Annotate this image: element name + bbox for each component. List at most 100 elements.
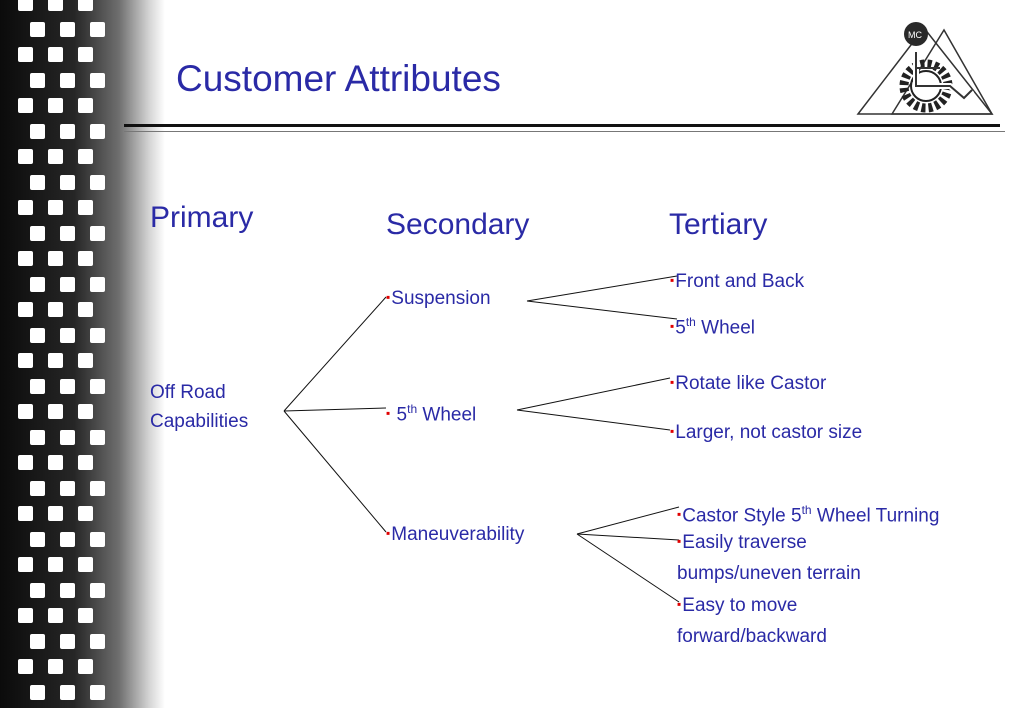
node-line: forward/backward xyxy=(677,626,827,647)
pattern-square xyxy=(90,583,105,598)
node-front-and-back: ▪Front and Back xyxy=(670,267,804,298)
pattern-square xyxy=(90,379,105,394)
pattern-square xyxy=(90,481,105,496)
pattern-square xyxy=(78,404,93,419)
pattern-square xyxy=(18,302,33,317)
node-label: 5 xyxy=(391,404,408,426)
node-label: Wheel xyxy=(695,317,755,339)
pattern-square xyxy=(18,200,33,215)
pattern-square xyxy=(78,353,93,368)
pattern-square xyxy=(90,73,105,88)
pattern-square xyxy=(60,175,75,190)
pattern-square xyxy=(48,506,63,521)
pattern-square xyxy=(48,149,63,164)
pattern-square xyxy=(60,124,75,139)
pattern-square xyxy=(30,430,45,445)
node-label: Front and Back xyxy=(675,271,805,292)
pattern-square xyxy=(78,200,93,215)
title-divider xyxy=(124,124,1000,127)
bullet-icon: ▪ xyxy=(677,597,682,611)
pattern-square xyxy=(30,685,45,700)
node-label: Wheel xyxy=(417,404,477,426)
pattern-square xyxy=(60,481,75,496)
pattern-square xyxy=(18,404,33,419)
pattern-square xyxy=(90,634,105,649)
pattern-square xyxy=(90,328,105,343)
pattern-square xyxy=(60,22,75,37)
pattern-square xyxy=(90,124,105,139)
pattern-square xyxy=(78,557,93,572)
pattern-square xyxy=(30,532,45,547)
pattern-square xyxy=(30,634,45,649)
pattern-square xyxy=(30,226,45,241)
title-divider-thin xyxy=(124,131,1005,132)
pattern-square xyxy=(78,302,93,317)
node-line: Capabilities xyxy=(150,411,249,432)
primary-heading: Primary xyxy=(150,201,254,234)
node-tertiary-fifth-wheel: ▪5th Wheel xyxy=(670,308,755,344)
pattern-square xyxy=(18,47,33,62)
node-larger-not-castor: ▪Larger, not castor size xyxy=(670,418,862,449)
pattern-square xyxy=(18,455,33,470)
node-castor-style: ▪Castor Style 5th Wheel Turning xyxy=(677,496,939,532)
node-suspension: ▪Suspension xyxy=(386,284,491,315)
pattern-square xyxy=(30,481,45,496)
node-fifth-wheel: ▪ 5th Wheel xyxy=(386,395,476,431)
pattern-square xyxy=(60,685,75,700)
node-maneuverability: ▪Maneuverability xyxy=(386,520,524,551)
pattern-square xyxy=(18,659,33,674)
pattern-square xyxy=(90,430,105,445)
bullet-icon: ▪ xyxy=(677,534,682,548)
bullet-icon: ▪ xyxy=(386,406,391,421)
wheelchair-gear-triangle-logo: MC xyxy=(856,22,994,115)
pattern-square xyxy=(30,73,45,88)
pattern-square xyxy=(48,557,63,572)
pattern-square xyxy=(60,277,75,292)
pattern-square xyxy=(30,328,45,343)
pattern-square xyxy=(90,22,105,37)
pattern-square xyxy=(48,455,63,470)
secondary-heading: Secondary xyxy=(386,208,530,241)
pattern-square xyxy=(30,277,45,292)
pattern-square xyxy=(78,251,93,266)
pattern-square xyxy=(48,98,63,113)
pattern-square xyxy=(48,251,63,266)
pattern-square xyxy=(90,532,105,547)
pattern-square xyxy=(48,404,63,419)
pattern-square xyxy=(48,659,63,674)
pattern-square xyxy=(60,634,75,649)
pattern-square xyxy=(60,328,75,343)
node-off-road-capabilities: Off Road Capabilities xyxy=(150,378,248,436)
pattern-square xyxy=(90,226,105,241)
pattern-square xyxy=(48,353,63,368)
bullet-icon: ▪ xyxy=(677,507,682,522)
pattern-square xyxy=(18,98,33,113)
node-rotate-like-castor: ▪Rotate like Castor xyxy=(670,369,826,400)
pattern-square xyxy=(78,659,93,674)
pattern-square xyxy=(60,583,75,598)
pattern-square xyxy=(78,149,93,164)
bullet-icon: ▪ xyxy=(670,273,675,287)
pattern-square xyxy=(18,608,33,623)
pattern-square xyxy=(90,175,105,190)
bullet-icon: ▪ xyxy=(386,290,391,304)
pattern-square xyxy=(60,379,75,394)
node-label: Maneuverability xyxy=(391,524,525,545)
pattern-square xyxy=(60,226,75,241)
pattern-square xyxy=(78,98,93,113)
pattern-square xyxy=(18,557,33,572)
node-label: Rotate like Castor xyxy=(675,373,827,394)
ordinal-suffix: th xyxy=(685,315,696,329)
pattern-square xyxy=(48,47,63,62)
pattern-square xyxy=(30,175,45,190)
pattern-square xyxy=(78,608,93,623)
ordinal-suffix: th xyxy=(801,503,812,517)
pattern-square xyxy=(18,149,33,164)
node-line: bumps/uneven terrain xyxy=(677,563,861,584)
slide-title: Customer Attributes xyxy=(176,58,501,99)
pattern-square xyxy=(30,583,45,598)
bullet-icon: ▪ xyxy=(386,526,391,540)
node-label: Suspension xyxy=(391,288,491,309)
pattern-square xyxy=(30,22,45,37)
